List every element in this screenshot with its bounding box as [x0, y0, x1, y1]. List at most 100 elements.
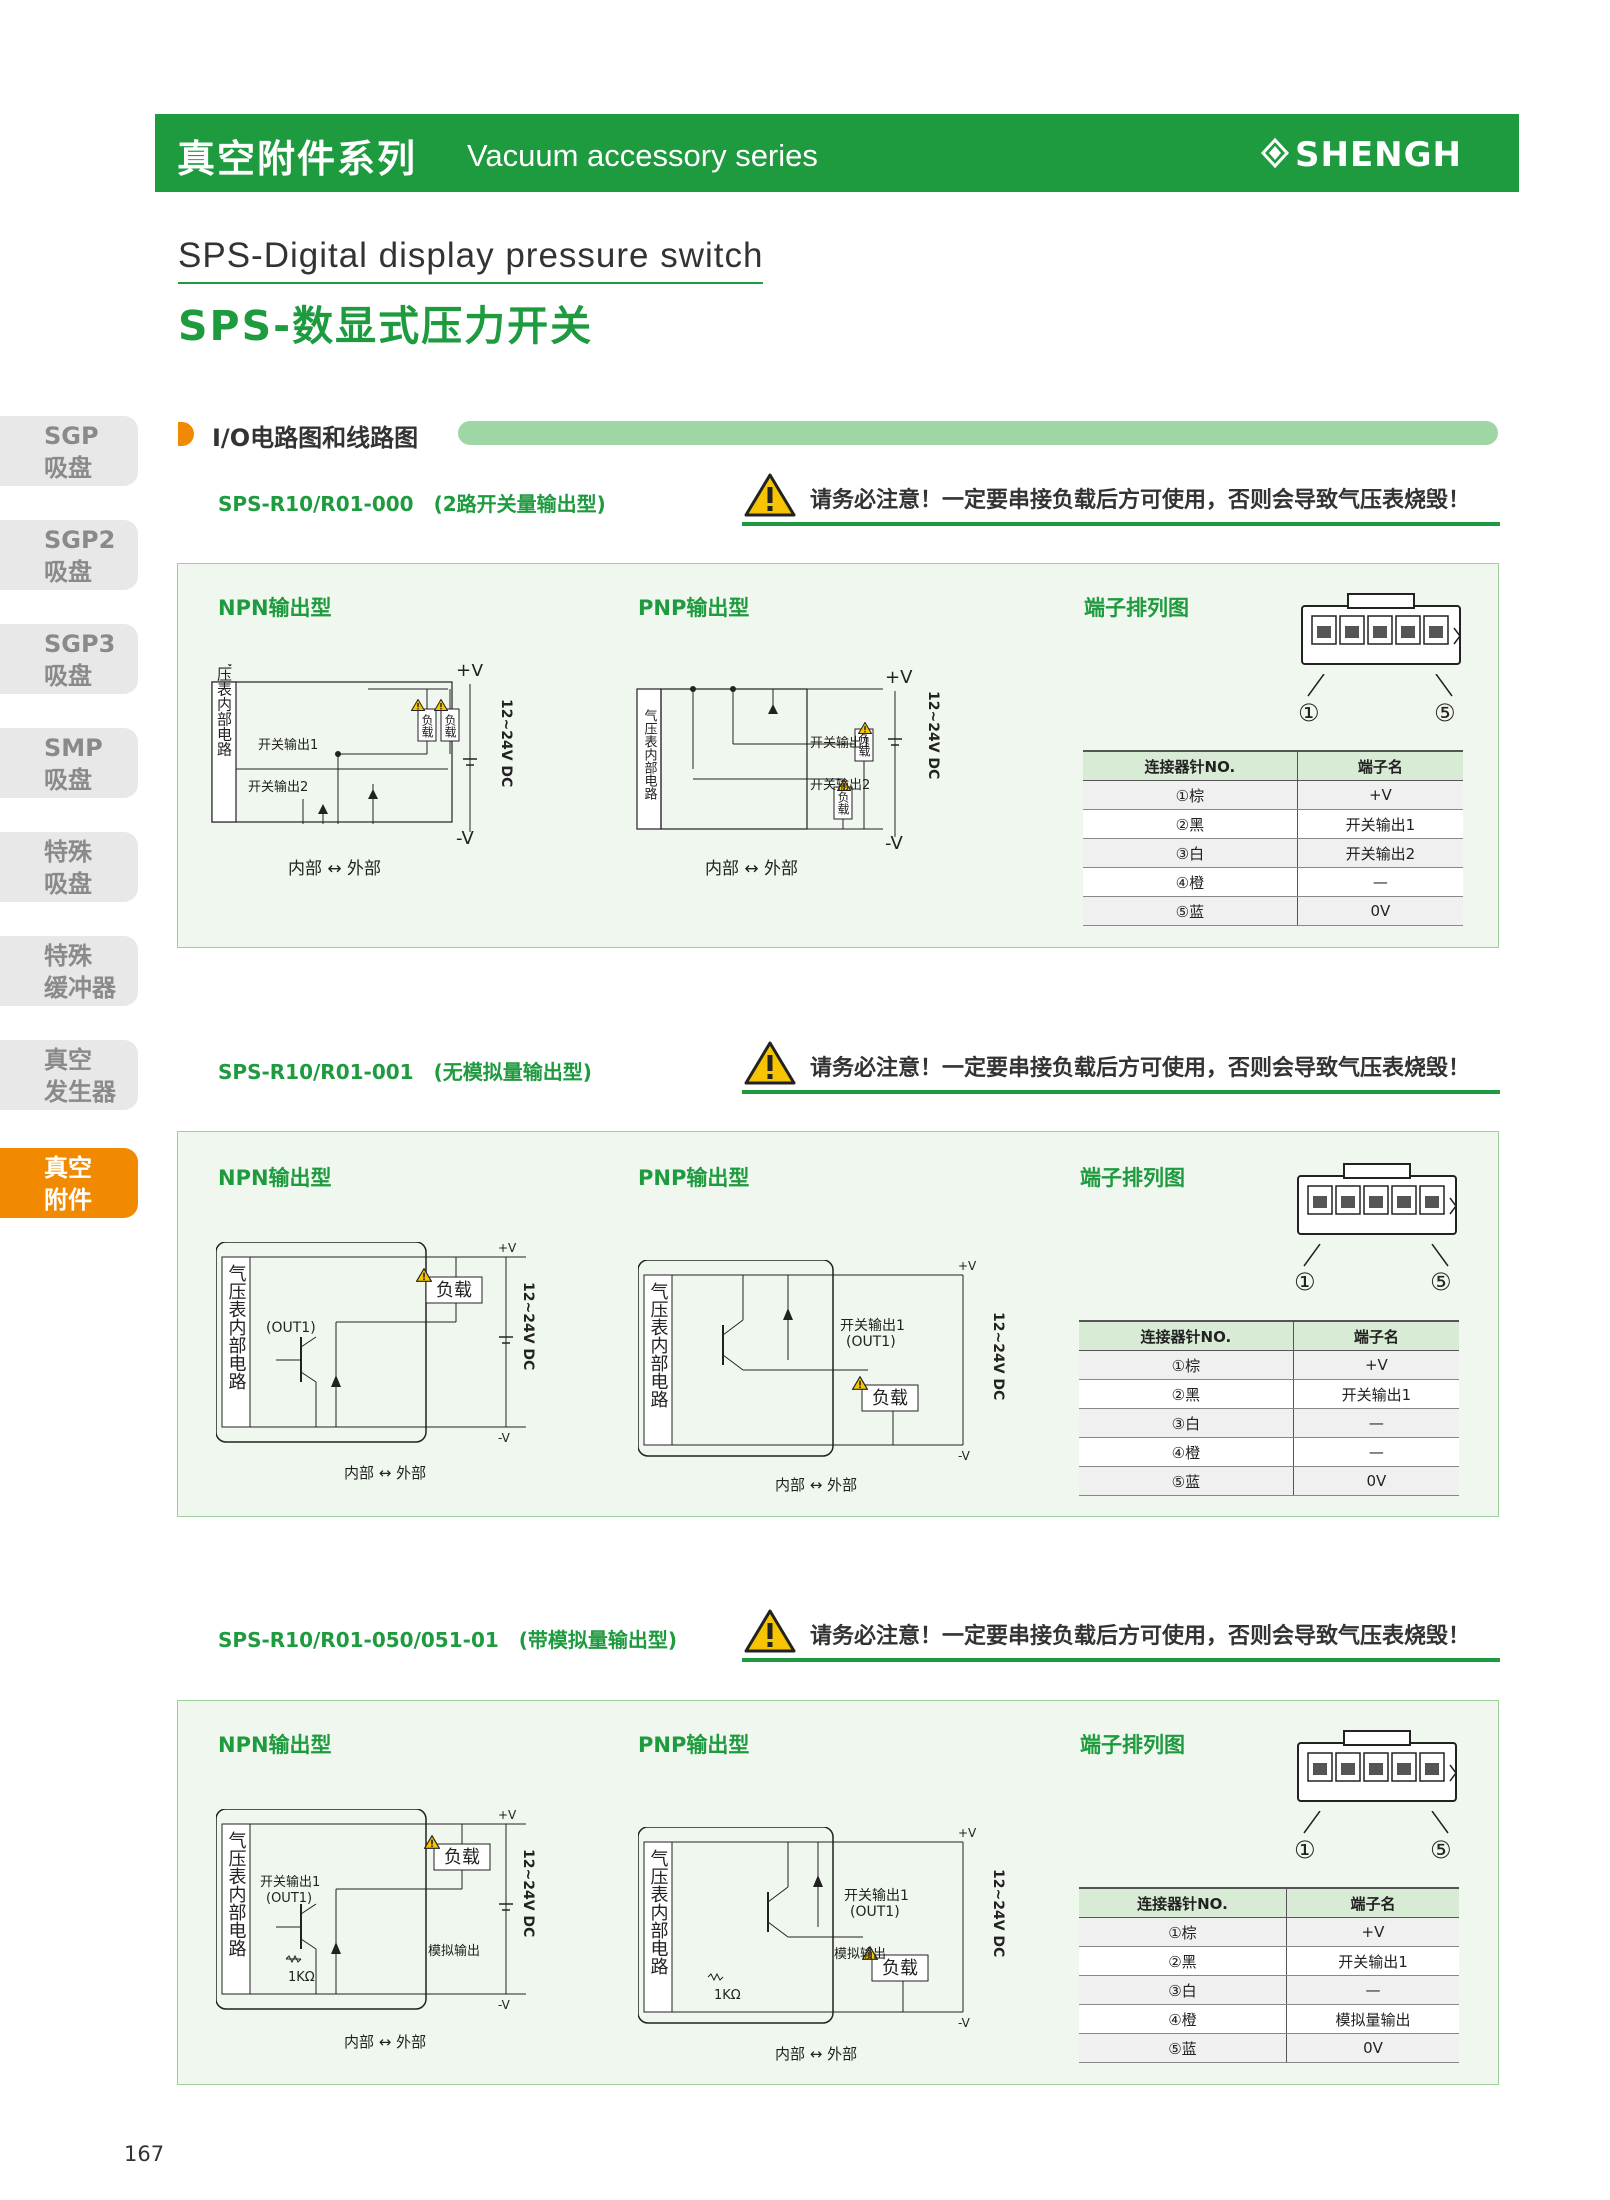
out1-label: 开关输出1 [260, 1874, 320, 1890]
warning-underline [742, 522, 1500, 526]
pin-table-header: 连接器针NO. [1079, 1320, 1294, 1351]
load-label: 负载 [882, 1958, 918, 1979]
pin-table-header: 连接器针NO. [1083, 750, 1298, 781]
sidebar-item-sgp[interactable]: SGP 吸盘 [0, 416, 138, 486]
product-title-cn: SPS-数显式压力开关 [178, 302, 594, 350]
sidebar-item-vacuum-generator[interactable]: 真空 发生器 [0, 1040, 138, 1110]
minus-v-label: -V [498, 1431, 511, 1445]
svg-text:12~24V DC: 12~24V DC [990, 1869, 1006, 1957]
pin1-marker: ① [1298, 699, 1320, 727]
inner-circuit-label: 气压表内部电路 [226, 1264, 247, 1390]
table-row: ①棕+V [1083, 780, 1463, 810]
table-row: ③白— [1079, 1975, 1459, 2005]
connector-pinout-image [1292, 1162, 1462, 1248]
pnp-circuit-diagram: 气压表内部电路 负载 开关输出1 (OUT1) 模拟输出 1KΩ +V -V [638, 1827, 977, 2030]
header-bar: 真空附件系列 Vacuum accessory series SHENGH [155, 114, 1519, 192]
plus-v-label: +V [958, 1260, 977, 1273]
npn-label: NPN输出型 [218, 1733, 332, 1757]
warning-text-1: 请务必注意！一定要串接负载后方可使用，否则会导致气压表烧毁！ [810, 488, 1471, 513]
pin-table-header: 连接器针NO. [1079, 1887, 1287, 1918]
load-label: 负载 [436, 1280, 472, 1301]
inside-outside-label: 内部 ↔ 外部 [344, 1464, 426, 1482]
section-marker [178, 422, 194, 446]
header-title-en: Vacuum accessory series [467, 138, 818, 173]
load-label: 负载 [420, 714, 434, 739]
minus-v-label: -V [958, 1449, 971, 1463]
sidebar-item-label: SGP2 吸盘 [44, 526, 116, 586]
warning-icon [744, 1040, 796, 1086]
section-bar [458, 421, 1498, 445]
out1-label: 开关输出1 [840, 1318, 905, 1334]
voltage-label: 12~24V DC [520, 1282, 536, 1370]
warning-underline [742, 1658, 1500, 1662]
minus-v-label: -V [498, 1998, 511, 2012]
sidebar-item-label: 真空 附件 [44, 1154, 92, 1214]
resistor-label: 1KΩ [288, 1970, 315, 1985]
warning-icon [744, 1608, 796, 1654]
inside-outside-label: 内部 ↔ 外部 [344, 2033, 426, 2051]
npn-circuit-diagram: 气压表内部电路 负载 负载 +V -V 12~24V DC 内部 ↔ 外部 [211, 664, 514, 879]
table-row: ②黑开关输出1 [1079, 1946, 1459, 1976]
sidebar-item-label: SGP3 吸盘 [44, 630, 116, 690]
out2-label: 开关输出2 [248, 780, 309, 795]
table-row: ②黑开关输出1 [1083, 809, 1463, 839]
load-label: 负载 [872, 1388, 908, 1409]
analog-out-label: 模拟输出 [834, 1946, 886, 1962]
table-row: ④橙— [1083, 867, 1463, 897]
product-title-en: SPS-Digital display pressure switch [178, 236, 764, 284]
warning-text-2: 请务必注意！一定要串接负载后方可使用，否则会导致气压表烧毁！ [810, 1056, 1471, 1081]
warning-underline [742, 1090, 1500, 1094]
sidebar-item-smp[interactable]: SMP 吸盘 [0, 728, 138, 798]
sidebar-item-label: 特殊 缓冲器 [44, 942, 116, 1002]
model-name-1: SPS-R10/R01-000 (2路开关量输出型) [218, 492, 606, 516]
out1-paren-label: (OUT1) [266, 1320, 316, 1336]
table-row: ③白— [1079, 1408, 1459, 1438]
model-name-2: SPS-R10/R01-001 (无模拟量输出型) [218, 1060, 592, 1084]
sidebar-item-label: SGP 吸盘 [44, 422, 99, 482]
out2-label: 开关输出2 [810, 778, 871, 793]
voltage-label: 12~24V DC [925, 691, 941, 779]
out1-label: 开关输出1 [810, 736, 871, 751]
table-row: ①棕+V [1079, 1350, 1459, 1380]
page-number: 167 [124, 2142, 165, 2166]
connector-pin-pointers [1303, 1811, 1449, 1834]
sidebar-item-sgp3[interactable]: SGP3 吸盘 [0, 624, 138, 694]
inner-circuit-label: 气压表内部电路 [642, 708, 658, 800]
sidebar-item-special-cup[interactable]: 特殊 吸盘 [0, 832, 138, 902]
warning-icon [744, 472, 796, 518]
npn-label: NPN输出型 [218, 1166, 332, 1190]
connector-pin-pointers [1307, 674, 1453, 697]
inside-outside-label: 内部 ↔ 外部 [775, 2045, 858, 2063]
out1-label: 开关输出1 [258, 738, 319, 753]
section-title: I/O电路图和线路图 [212, 424, 419, 452]
plus-v-label: +V [885, 669, 913, 688]
plus-v-label: +V [498, 1809, 517, 1822]
inner-circuit-label: 气压表内部电路 [215, 664, 233, 757]
circuit-panel-2: NPN输出型 PNP输出型 端子排列图 气压表内部电路 负载 (OUT1) +V… [177, 1131, 1499, 1517]
sidebar-item-special-buffer[interactable]: 特殊 缓冲器 [0, 936, 138, 1006]
voltage-label-2: 12~24V DC [990, 1312, 1006, 1400]
pinout-label: 端子排列图 [1080, 1166, 1185, 1190]
pnp-circuit-diagram: 气压表内部电路 负载 开关输出1 (OUT1) +V -V [638, 1260, 977, 1463]
circuit-panel-1: NPN输出型 PNP输出型 端子排列图 气压表内部电路 负载 负载 +V -V … [177, 563, 1499, 948]
load-label: 负载 [444, 1847, 480, 1868]
resistor-label: 1KΩ [714, 1988, 741, 2003]
npn-circuit-diagram: 气压表内部电路 负载 开关输出1 (OUT1) 模拟输出 1KΩ +V -V 1… [216, 1809, 536, 2051]
out1-label: 开关输出1 [844, 1888, 909, 1904]
minus-v-label: -V [958, 2016, 971, 2030]
table-row: ②黑开关输出1 [1079, 1379, 1459, 1409]
pnp-label: PNP输出型 [638, 1733, 750, 1757]
inner-circuit-label: 气压表内部电路 [648, 1282, 669, 1408]
pinout-label: 端子排列图 [1080, 1733, 1185, 1757]
sidebar-item-vacuum-accessory[interactable]: 真空 附件 [0, 1148, 138, 1218]
pin-table-header: 端子名 [1293, 1320, 1459, 1351]
sidebar-item-sgp2[interactable]: SGP2 吸盘 [0, 520, 138, 590]
pin-table-header: 端子名 [1286, 1887, 1459, 1918]
svg-text:12~24V DC: 12~24V DC [990, 1312, 1006, 1400]
pin5-marker: ⑤ [1434, 699, 1456, 727]
connector-pinout-image [1292, 1729, 1462, 1815]
table-row: ③白开关输出2 [1083, 838, 1463, 868]
